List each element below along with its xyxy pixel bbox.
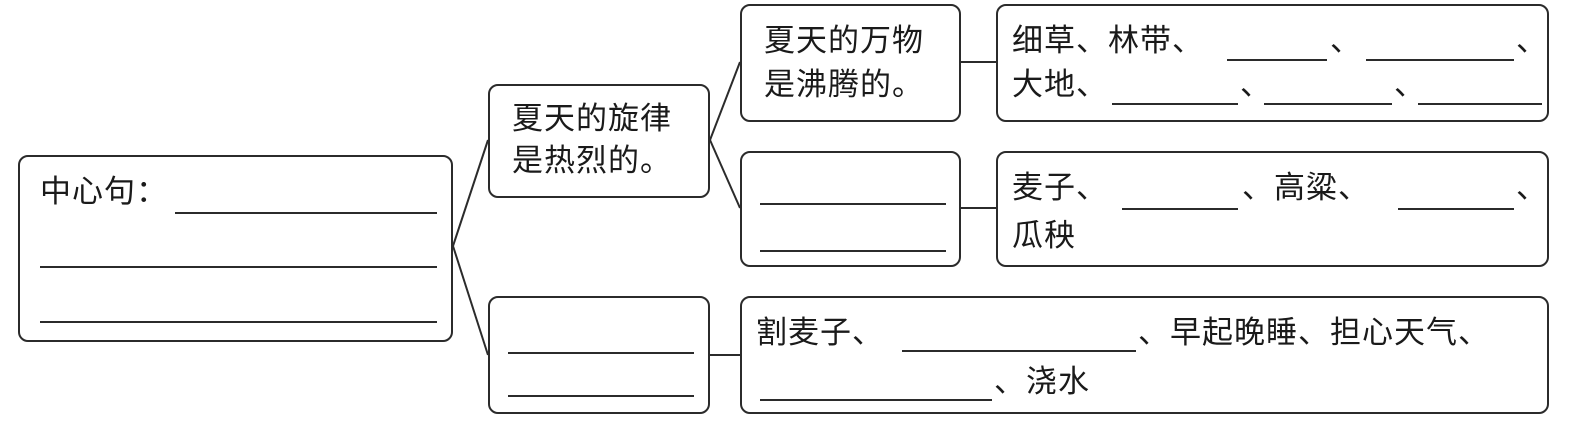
root-blank-1[interactable]	[175, 212, 437, 214]
all-things-detail-l1-a: 细草、林带、	[1012, 23, 1204, 59]
all-things-detail-l2-b: 、	[1240, 67, 1272, 103]
crops-detail-blank-2[interactable]	[1398, 208, 1514, 210]
blank-node-box	[740, 151, 961, 267]
work-detail-l1-b: 、早起晚睡、担心天气、	[1138, 315, 1490, 351]
crops-detail-l2: 瓜秧	[1012, 218, 1076, 254]
work-detail-l1-a: 割麦子、	[756, 315, 884, 351]
root-blank-3[interactable]	[40, 321, 437, 323]
root-blank-2[interactable]	[40, 266, 437, 268]
all-things-detail-blank-5[interactable]	[1418, 103, 1542, 105]
all-things-box: 夏天的万物 是沸腾的。	[740, 4, 961, 122]
all-things-line-2: 是沸腾的。	[764, 67, 924, 103]
crops-detail-l1-a: 麦子、	[1012, 170, 1108, 206]
work-detail-blank-1[interactable]	[902, 350, 1136, 352]
all-things-detail-blank-2[interactable]	[1366, 59, 1514, 61]
melody-line-2: 是热烈的。	[512, 143, 672, 179]
connector-root-to-blank-branch	[452, 245, 489, 356]
blank-node-blank-1[interactable]	[760, 203, 946, 205]
connector-root-to-melody	[452, 139, 489, 247]
melody-line-1: 夏天的旋律	[512, 101, 672, 137]
root-label: 中心句：	[40, 174, 168, 210]
connector-melody-to-blank-node	[709, 139, 741, 209]
all-things-detail-l2-a: 大地、	[1012, 67, 1108, 103]
all-things-detail-l2-c: 、	[1394, 67, 1426, 103]
blank-branch-box	[488, 296, 710, 414]
melody-box: 夏天的旋律 是热烈的。	[488, 84, 710, 198]
root-box: 中心句：	[18, 155, 453, 342]
blank-branch-blank-1[interactable]	[508, 352, 694, 354]
crops-detail-l1-b: 、高粱、	[1242, 170, 1370, 206]
blank-branch-blank-2[interactable]	[508, 395, 694, 397]
all-things-detail-blank-1[interactable]	[1227, 59, 1327, 61]
crops-detail-box: 麦子、 、高粱、 、 瓜秧	[996, 151, 1549, 267]
all-things-detail-box: 细草、林带、 、 、 大地、 、 、	[996, 4, 1549, 122]
crops-detail-blank-1[interactable]	[1122, 208, 1238, 210]
all-things-detail-l1-b: 、	[1330, 23, 1362, 59]
crops-detail-l1-c: 、	[1516, 170, 1548, 206]
work-detail-l2: 、浇水	[994, 364, 1090, 400]
work-detail-box: 割麦子、 、早起晚睡、担心天气、 、浇水	[740, 296, 1549, 414]
connector-melody-to-all-things	[709, 61, 741, 141]
all-things-detail-blank-3[interactable]	[1112, 103, 1238, 105]
work-detail-blank-2[interactable]	[760, 399, 992, 401]
all-things-detail-blank-4[interactable]	[1264, 103, 1392, 105]
all-things-line-1: 夏天的万物	[764, 23, 924, 59]
all-things-detail-l1-c: 、	[1516, 23, 1548, 59]
blank-node-blank-2[interactable]	[760, 250, 946, 252]
